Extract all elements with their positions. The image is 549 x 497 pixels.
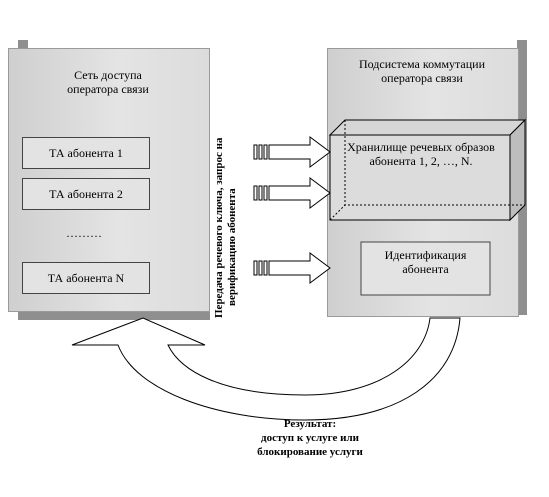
- voice-storage-label-line2: абонента 1, 2, …, N.: [369, 154, 473, 168]
- voice-storage-box: [328, 118, 527, 222]
- left-panel-shadow-bottom: [18, 310, 210, 320]
- request-arrow-3: [253, 252, 331, 284]
- switching-subsystem-title-line2: оператора связи: [381, 71, 463, 85]
- access-network-title: Сеть доступа оператора связи: [8, 68, 208, 96]
- access-network-title-line2: оператора связи: [67, 82, 149, 96]
- switching-subsystem-title-line1: Подсистема коммутации: [358, 57, 486, 71]
- subscriber-terminal-2: ТА абонента 2: [22, 178, 150, 210]
- transfer-label: Передача речевого ключа, запрос на вериф…: [213, 138, 239, 318]
- identification-label: Идентификация абонента: [361, 248, 490, 276]
- identification-label-line2: абонента: [402, 262, 449, 276]
- identification-label-line1: Идентификация: [384, 248, 467, 262]
- request-arrow-2: [253, 177, 331, 209]
- result-caption: Результат: доступ к услуге или блокирова…: [225, 417, 395, 459]
- voice-storage-label: Хранилище речевых образов абонента 1, 2,…: [332, 140, 510, 168]
- subscriber-terminal-1: ТА абонента 1: [22, 137, 150, 169]
- access-network-title-line1: Сеть доступа: [74, 68, 142, 82]
- transfer-label-line2: верификацию абонента: [226, 188, 238, 306]
- subscriber-terminal-n: ТА абонента N: [22, 262, 150, 294]
- result-caption-line2: доступ к услуге или: [261, 432, 359, 444]
- result-caption-line1: Результат:: [283, 418, 337, 430]
- result-caption-line3: блокирование услуги: [257, 446, 363, 458]
- result-return-arrow: [71, 317, 461, 421]
- ellipsis: ………: [66, 226, 102, 240]
- switching-subsystem-title: Подсистема коммутации оператора связи: [327, 57, 517, 85]
- transfer-label-line1: Передача речевого ключа, запрос на: [213, 137, 225, 318]
- identification-box: [360, 241, 491, 296]
- request-arrow-1: [253, 136, 331, 168]
- voice-storage-label-line1: Хранилище речевых образов: [347, 140, 495, 154]
